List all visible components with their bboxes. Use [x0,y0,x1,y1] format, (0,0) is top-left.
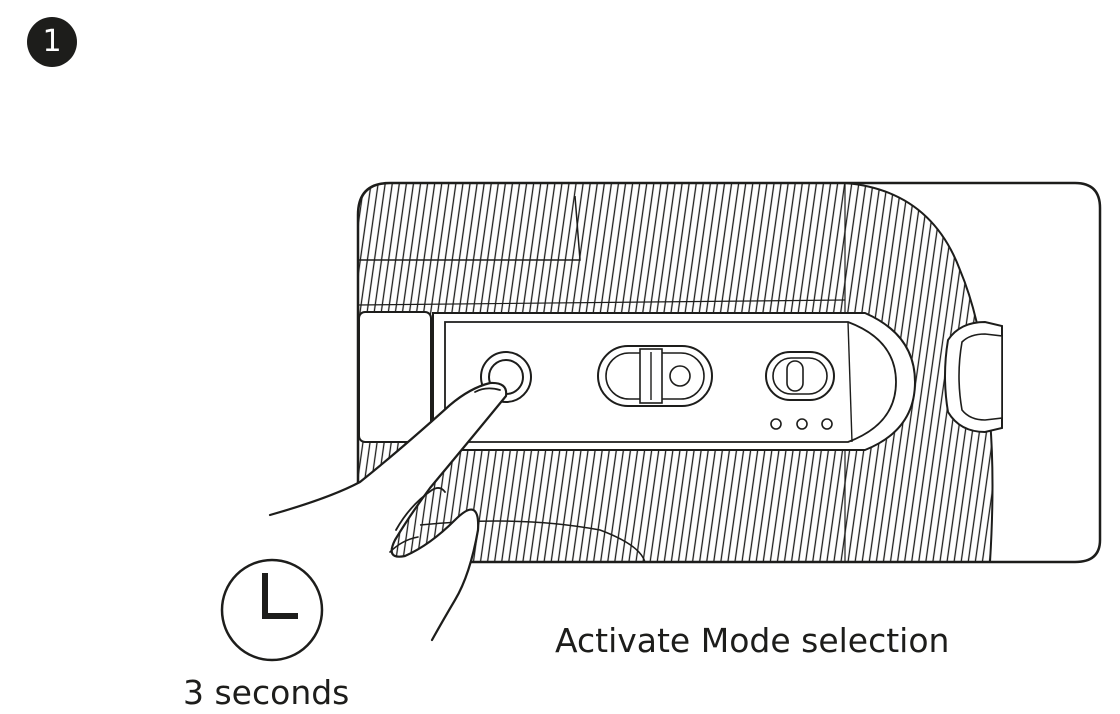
indicator-dot [796,418,808,430]
toggle-switch-icon[interactable] [765,351,835,401]
side-panel [358,311,432,443]
indicator-dot [770,418,782,430]
indicator-lights [770,418,833,430]
step-number-badge: 1 [27,17,77,67]
hand-icon [268,381,508,642]
slide-switch-icon[interactable] [597,345,713,407]
side-clip [944,320,1003,434]
duration-caption: 3 seconds [183,673,350,712]
indicator-dot [821,418,833,430]
clock-icon [220,558,324,662]
action-caption: Activate Mode selection [555,621,950,660]
